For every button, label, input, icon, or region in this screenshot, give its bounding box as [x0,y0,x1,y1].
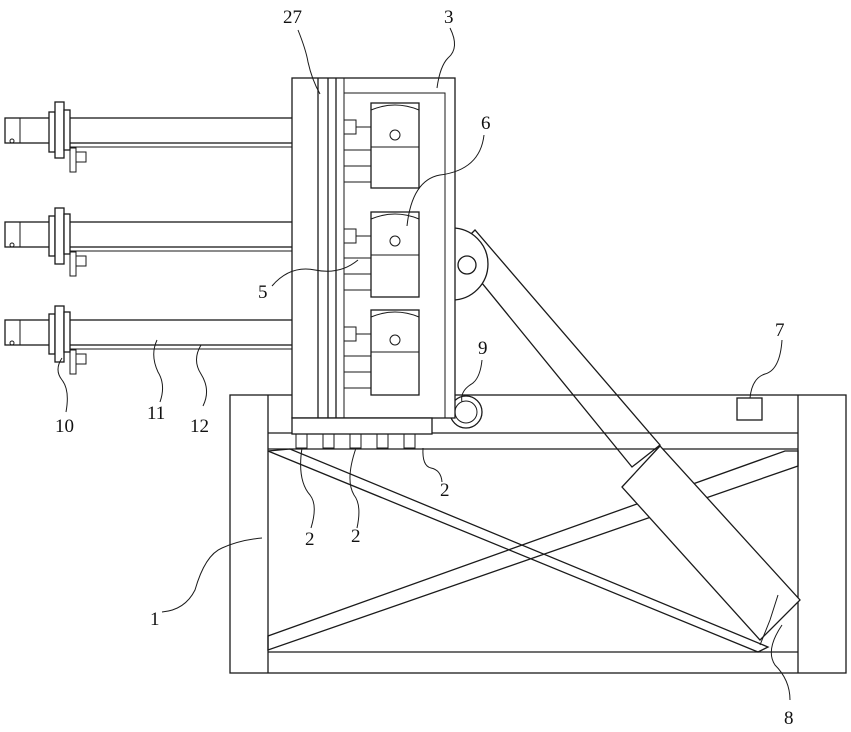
label-9: 9 [478,338,488,359]
diagonal-strut [455,230,800,645]
label-1: 1 [150,609,160,630]
label-11: 11 [147,403,165,424]
label-7: 7 [775,320,785,341]
label-27: 27 [283,7,302,28]
label-10: 10 [55,416,74,437]
arms [5,118,293,349]
label-12: 12 [190,416,209,437]
label-2-middle: 2 [351,526,361,547]
sensor-box [737,398,762,420]
feet [296,434,415,448]
label-3: 3 [444,7,454,28]
label-2-right: 2 [440,480,450,501]
label-8: 8 [784,708,794,729]
label-5: 5 [258,282,268,303]
label-2-left: 2 [305,529,315,550]
label-6: 6 [481,113,491,134]
